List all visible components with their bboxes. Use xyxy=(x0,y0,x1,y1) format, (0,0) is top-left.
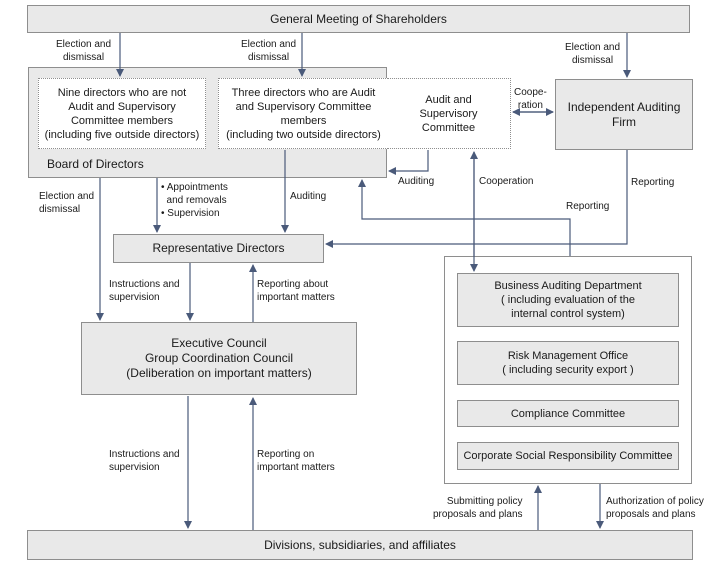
label-appointments: • Appointments and removals • Supervisio… xyxy=(161,182,228,219)
representative-directors-label: Representative Directors xyxy=(152,241,285,255)
divisions-box: Divisions, subsidiaries, and affiliates xyxy=(27,530,693,560)
label-cooperation-1: Coope- ration xyxy=(514,87,547,111)
label-election-1: Election and dismissal xyxy=(56,39,112,63)
divisions-label: Divisions, subsidiaries, and affiliates xyxy=(264,537,456,552)
three-directors-box: Three directors who are Audit and Superv… xyxy=(218,78,388,149)
label-auditing-2: Auditing xyxy=(290,191,327,202)
label-submitting: Submitting policy proposals and plans xyxy=(433,496,523,520)
audit-committee-label: Audit and Supervisory Committee xyxy=(419,93,478,134)
shareholders-label: General Meeting of Shareholders xyxy=(270,11,447,26)
arrow-auditing-board xyxy=(388,150,429,175)
risk-management-label: Risk Management Office ( including secur… xyxy=(502,350,634,376)
compliance-committee-label: Compliance Committee xyxy=(510,407,626,420)
executive-council-box: Executive Council Group Coordination Cou… xyxy=(81,322,357,395)
label-auditing-1: Auditing xyxy=(398,176,435,187)
representative-directors-box: Representative Directors xyxy=(113,234,324,263)
label-election-4: Election and dismissal xyxy=(39,191,95,215)
business-auditing-label: Business Auditing Department ( including… xyxy=(494,280,642,320)
label-instructions-1: Instructions and supervision xyxy=(109,279,180,303)
label-election-3: Election and dismissal xyxy=(565,42,621,66)
auditing-firm-label: Independent Auditing Firm xyxy=(567,99,681,129)
label-instructions-2: Instructions and supervision xyxy=(109,449,180,473)
risk-management-box: Risk Management Office ( including secur… xyxy=(457,341,679,385)
arrow-firm-reporting xyxy=(325,150,628,248)
auditing-firm-box: Independent Auditing Firm xyxy=(555,79,693,150)
label-reporting-2: Reporting xyxy=(566,201,610,212)
label-authorization: Authorization of policy proposals and pl… xyxy=(606,496,704,520)
label-election-2: Election and dismissal xyxy=(241,39,297,63)
nine-directors-box: Nine directors who are not Audit and Sup… xyxy=(38,78,206,149)
executive-council-label: Executive Council Group Coordination Cou… xyxy=(126,336,312,380)
shareholders-box: General Meeting of Shareholders xyxy=(27,5,690,33)
business-auditing-box: Business Auditing Department ( including… xyxy=(457,273,679,327)
nine-directors-label: Nine directors who are not Audit and Sup… xyxy=(44,86,200,141)
board-of-directors-label: Board of Directors xyxy=(47,157,144,171)
label-reporting-important-2: Reporting on important matters xyxy=(257,449,335,473)
label-reporting-1: Reporting xyxy=(631,177,675,188)
three-directors-label: Three directors who are Audit and Superv… xyxy=(226,86,381,141)
compliance-committee-box: Compliance Committee xyxy=(457,400,679,427)
label-cooperation-2: Cooperation xyxy=(479,176,534,187)
arrow-units-reporting xyxy=(358,179,571,256)
csr-committee-box: Corporate Social Responsibility Committe… xyxy=(457,442,679,470)
label-reporting-important-1: Reporting about important matters xyxy=(257,279,335,303)
audit-committee-box: Audit and Supervisory Committee xyxy=(387,78,511,149)
csr-committee-label: Corporate Social Responsibility Committe… xyxy=(463,450,673,462)
